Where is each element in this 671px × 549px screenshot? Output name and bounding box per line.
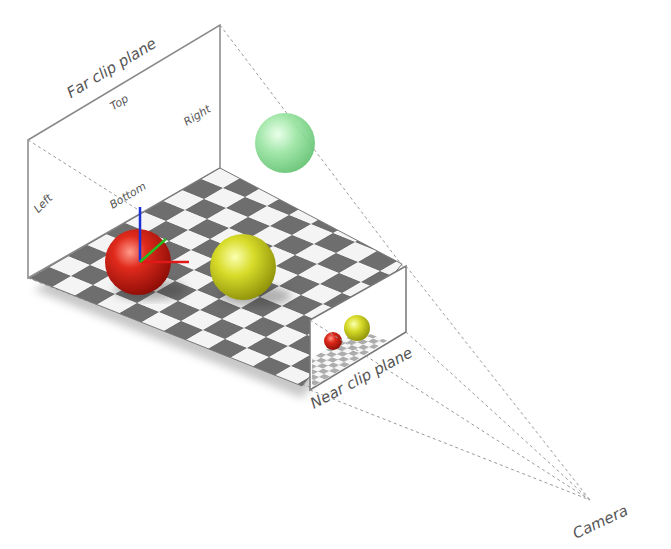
camera-label: Camera (570, 502, 630, 542)
